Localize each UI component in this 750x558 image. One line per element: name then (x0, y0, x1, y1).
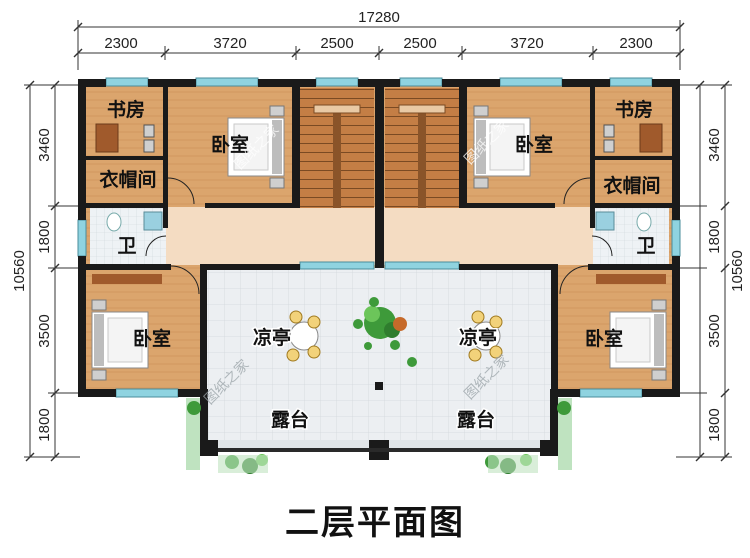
label-bath-right: 卫 (636, 235, 655, 257)
label-bath-left: 卫 (117, 235, 136, 257)
bed-bottom-right (596, 274, 667, 381)
bath-fixtures-right (595, 211, 652, 232)
dim-left-2: 1800 (36, 220, 53, 253)
label-study-right: 书房 (615, 98, 653, 121)
doors (145, 177, 613, 295)
dim-right-4: 1800 (706, 408, 723, 441)
label-pavilion-left: 凉亭 (253, 326, 291, 349)
label-wardrobe-right: 衣帽间 (603, 174, 660, 197)
plan-title: 二层平面图 (285, 503, 465, 543)
label-terrace-left: 露台 (271, 408, 309, 431)
dim-top-1: 2300 (104, 35, 137, 52)
pavilion-table-right (468, 310, 503, 362)
dim-top-6: 2300 (619, 35, 652, 52)
dim-total-width: 17280 (358, 9, 400, 26)
dim-left-4: 1800 (36, 408, 53, 441)
dim-right-3: 3500 (706, 314, 723, 347)
corner-plants (186, 398, 572, 474)
label-bedroom-top-right: 卧室 (515, 133, 553, 156)
dim-top-3: 2500 (320, 35, 353, 52)
dim-right-total: 10560 (729, 250, 746, 292)
dimension-ticks (25, 22, 730, 462)
dim-top-4: 2500 (403, 35, 436, 52)
walls (78, 79, 680, 460)
dim-right-2: 1800 (706, 220, 723, 253)
label-terrace-right: 露台 (457, 408, 495, 431)
bed-top-right (473, 105, 531, 189)
label-pavilion-right: 凉亭 (459, 326, 497, 349)
label-study-left: 书房 (107, 98, 145, 121)
label-bedroom-bottom-left: 卧室 (133, 327, 171, 350)
dim-top-5: 3720 (510, 35, 543, 52)
label-wardrobe-left: 衣帽间 (99, 168, 156, 191)
label-bedroom-bottom-right: 卧室 (585, 327, 623, 350)
bed-bottom-left (91, 274, 162, 381)
dim-left-total: 10560 (11, 250, 28, 292)
dim-left-1: 3460 (36, 128, 53, 161)
pavilion-table-left (286, 310, 321, 362)
dim-left-3: 3500 (36, 314, 53, 347)
dimension-lines (24, 20, 732, 458)
dim-right-1: 3460 (706, 128, 723, 161)
bed-top-left (227, 105, 285, 189)
label-bedroom-top-left: 卧室 (211, 133, 249, 156)
dim-top-2: 3720 (213, 35, 246, 52)
study-desk-left (95, 123, 155, 153)
bath-fixtures-left (106, 211, 163, 232)
study-desk-right (603, 123, 663, 153)
stair-details (313, 104, 446, 208)
center-planter (353, 297, 417, 367)
